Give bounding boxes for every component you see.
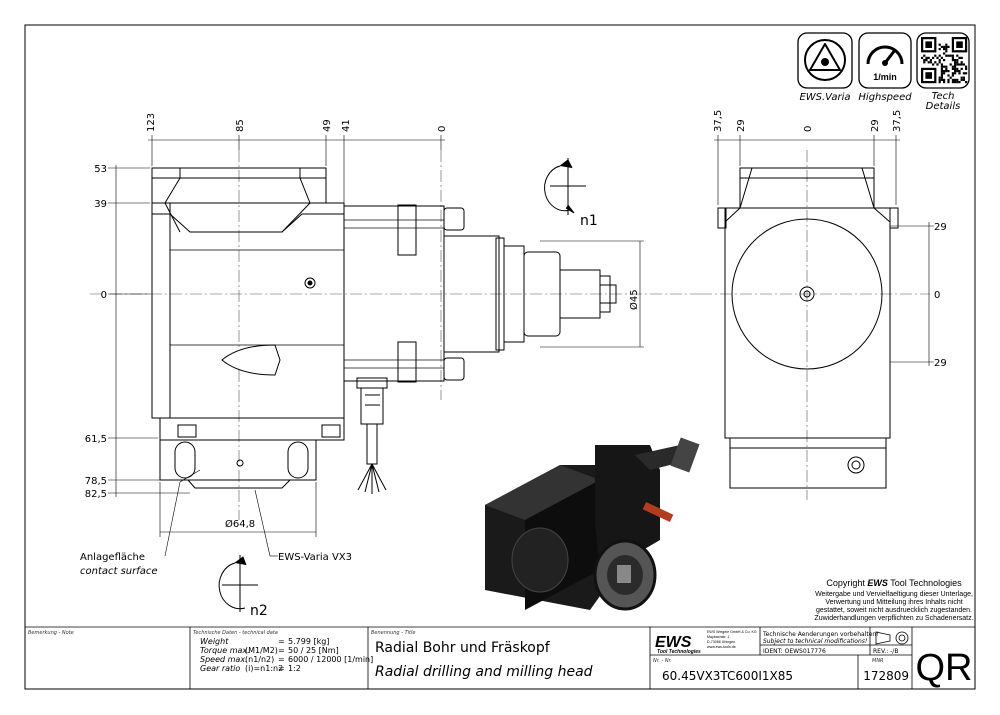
highspeed-unit: 1/min bbox=[873, 72, 897, 82]
tech-row-2-name: Speed max. bbox=[200, 655, 248, 664]
front-view bbox=[90, 150, 700, 520]
title-german: Radial Bohr und Fräskopf bbox=[375, 640, 551, 656]
tech-row-0-name: Weight bbox=[200, 637, 229, 646]
company-addr-4: www.ews-tools.de bbox=[707, 645, 736, 649]
dim-diameter-64-8: Ø64,8 bbox=[225, 518, 255, 530]
dim-39: 39 bbox=[94, 199, 107, 210]
company-addr-1: EWS Weigele GmbH & Co. KG bbox=[707, 630, 757, 634]
n1-label: n1 bbox=[580, 213, 598, 229]
title-english: Radial drilling and milling head bbox=[375, 664, 593, 680]
copyright-line-2: Verwertung und Mitteilung ihres Inhalts … bbox=[825, 599, 962, 606]
dim-78-5: 78,5 bbox=[85, 476, 107, 487]
tech-row-0-value: 5.799 [kg] bbox=[288, 637, 329, 646]
varia-vx3-label: EWS-Varia VX3 bbox=[278, 552, 352, 563]
mnr-number: 172809 bbox=[863, 669, 909, 683]
side-dim-29-bottom: 29 bbox=[934, 358, 947, 369]
side-dim-29-top: 29 bbox=[934, 222, 947, 233]
part-number: 60.45VX3TC600I1X85 bbox=[662, 669, 793, 683]
dim-61-5: 61,5 bbox=[85, 434, 107, 445]
remark-label: Bemerkung - Note bbox=[28, 630, 74, 636]
tech-row-2-eq: = bbox=[278, 655, 285, 664]
company-logo: EWS bbox=[655, 634, 692, 651]
contact-surface-de: Anlagefläche bbox=[80, 552, 145, 563]
company-addr-3: D-73066 Uhingen bbox=[707, 640, 735, 644]
dim-85: 85 bbox=[235, 119, 246, 132]
feature-icons: 1/min EWS.Varia Highspeed Tech Details bbox=[797, 32, 970, 112]
tech-row-0-eq: = bbox=[278, 637, 285, 646]
tech-row-2-value: 6000 / 12000 [1/min] bbox=[288, 655, 373, 664]
changes-en: Subject to technical modifications! bbox=[763, 638, 867, 645]
copyright-brand: EWS bbox=[867, 578, 888, 588]
ident: IDENT: OEWS017776 bbox=[763, 648, 826, 655]
revision: REV.: -/B bbox=[873, 648, 898, 655]
tech-data-label: Technische Daten - technical data bbox=[193, 630, 278, 636]
side-dim-29-left: 29 bbox=[736, 119, 747, 132]
tech-row-3-eq: = bbox=[278, 664, 285, 673]
nr-label: Nr. - Nr. bbox=[653, 658, 672, 664]
tech-row-2-unit: (n1/n2) bbox=[245, 655, 274, 664]
dim-0-top: 0 bbox=[437, 126, 448, 132]
company-addr-2: Maybachstr. 1 bbox=[707, 635, 729, 639]
side-dim-text: 37,5 29 0 29 37,5 29 0 29 bbox=[713, 110, 947, 369]
title-block bbox=[25, 626, 975, 689]
tech-label-2: Details bbox=[926, 101, 961, 112]
svg-text:Copyright EWS Tool Technologie: Copyright EWS Tool Technologies bbox=[826, 578, 962, 588]
dim-0-left: 0 bbox=[101, 290, 107, 301]
company-sub: Tool Technologies bbox=[657, 649, 701, 655]
projection-symbol-icon bbox=[875, 631, 909, 645]
n2-label: n2 bbox=[250, 603, 268, 619]
side-dim-37-5-right: 37,5 bbox=[892, 110, 903, 132]
copyright-line-1: Weitergabe und Vervielfaeltigung dieser … bbox=[815, 591, 973, 598]
side-dimensions bbox=[714, 135, 934, 366]
tech-row-1-value: 50 / 25 [Nm] bbox=[288, 646, 339, 655]
side-dim-29-right: 29 bbox=[870, 119, 881, 132]
varia-label: EWS.Varia bbox=[799, 92, 850, 103]
copyright-line-4: Zuwiderhandlungen verpflichten zu Schade… bbox=[814, 615, 973, 622]
tech-row-3-name: Gear ratio bbox=[200, 664, 240, 673]
tech-label-1: Tech bbox=[932, 91, 955, 102]
rotation-n2 bbox=[218, 555, 258, 612]
dim-41: 41 bbox=[341, 119, 352, 132]
qr-mark: QR bbox=[916, 647, 973, 689]
title-label: Benennung - Title bbox=[371, 630, 415, 636]
side-dim-0: 0 bbox=[803, 126, 814, 132]
front-dim-text: 123 85 49 41 0 53 39 0 61,5 78,5 82,5 Ø4… bbox=[80, 113, 640, 577]
dim-diameter-45: Ø45 bbox=[628, 289, 640, 310]
dim-82-5: 82,5 bbox=[85, 489, 107, 500]
drawing-border bbox=[24, 24, 976, 690]
rotation-n1 bbox=[544, 158, 586, 215]
tech-row-1-name: Torque max. bbox=[200, 646, 250, 655]
tech-row-3-value: 1:2 bbox=[288, 664, 301, 673]
tech-row-3-unit: (i)=n1:n2 bbox=[245, 664, 283, 673]
title-block-text: Bemerkung - Note Technische Daten - tech… bbox=[28, 630, 973, 689]
copyright-line-3: gestattet, soweit nicht ausdruecklich zu… bbox=[816, 607, 972, 614]
qr-pattern bbox=[921, 37, 968, 84]
side-view bbox=[700, 150, 930, 500]
tech-row-1-eq: = bbox=[278, 646, 285, 655]
front-dimensions bbox=[108, 135, 644, 557]
isometric-render bbox=[485, 437, 700, 611]
side-dim-37-5-left: 37,5 bbox=[713, 110, 724, 132]
dim-49: 49 bbox=[322, 119, 333, 132]
changes-de: Technische Aenderungen vorbehalten! bbox=[762, 631, 879, 638]
side-dim-0-right: 0 bbox=[934, 290, 940, 301]
dim-53: 53 bbox=[94, 164, 107, 175]
contact-surface-en: contact surface bbox=[80, 566, 158, 577]
copyright-notice: Copyright EWS Tool Technologies Weiterga… bbox=[814, 578, 973, 622]
mnr-label: MNR bbox=[872, 658, 884, 664]
copyright-suffix: Tool Technologies bbox=[888, 578, 962, 588]
highspeed-label: Highspeed bbox=[858, 92, 912, 103]
dim-123: 123 bbox=[146, 113, 157, 132]
tech-row-1-unit: (M1/M2) bbox=[245, 646, 278, 655]
copyright-prefix: Copyright bbox=[826, 578, 867, 588]
